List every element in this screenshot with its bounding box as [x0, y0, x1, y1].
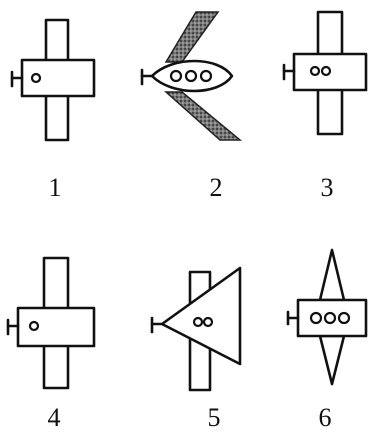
figure-5-label: 5 — [208, 403, 221, 432]
figure-3-label: 3 — [321, 173, 334, 202]
window — [337, 311, 351, 325]
window — [309, 65, 321, 77]
wing-upper — [164, 11, 220, 63]
window — [323, 311, 337, 325]
fin-upper — [318, 248, 346, 302]
figure-1 — [10, 18, 96, 142]
window — [320, 65, 332, 77]
window — [30, 72, 42, 84]
wing-lower — [164, 91, 243, 141]
delta-body — [160, 266, 242, 366]
window — [192, 316, 204, 328]
window — [202, 316, 214, 328]
window — [309, 311, 323, 325]
fin-lower — [318, 334, 346, 386]
figure-4 — [6, 256, 96, 390]
window — [199, 69, 213, 83]
figure-3 — [282, 10, 368, 136]
window — [184, 69, 198, 83]
figure-4-label: 4 — [48, 403, 61, 432]
figure-6-label: 6 — [319, 403, 332, 432]
window — [169, 69, 183, 83]
figure-6 — [286, 248, 368, 386]
figure-1-label: 1 — [49, 173, 62, 202]
figure-5 — [150, 266, 242, 392]
figure-2 — [140, 11, 243, 141]
window — [28, 320, 40, 332]
figure-2-label: 2 — [210, 173, 223, 202]
